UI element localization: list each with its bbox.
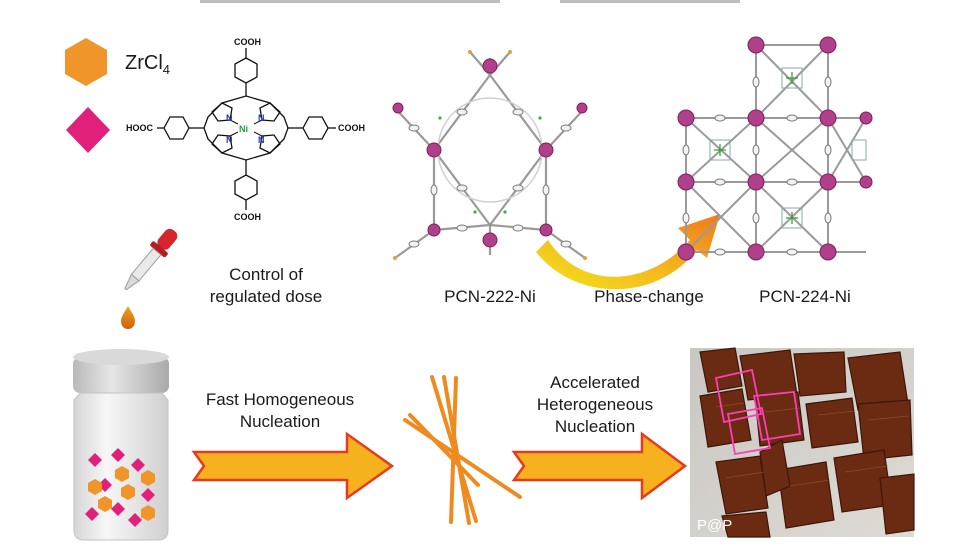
photo-tag: P@P bbox=[697, 517, 732, 534]
fast-nucleation-caption: Fast Homogeneous Nucleation bbox=[188, 389, 372, 433]
dose-caption-line1: Control of bbox=[229, 265, 303, 284]
n-label: N bbox=[258, 113, 265, 123]
dose-caption-line2: regulated dose bbox=[209, 287, 323, 306]
accelerated-nucleation-caption: Accelerated Heterogeneous Nucleation bbox=[520, 372, 670, 438]
crystal-micrograph: P@P bbox=[690, 347, 915, 538]
fast-nucleation-arrow bbox=[191, 431, 395, 501]
ni-center-label: Ni bbox=[239, 124, 248, 134]
linker-diamond-icon bbox=[66, 107, 110, 153]
legend: ZrCl4 bbox=[65, 38, 170, 153]
reaction-vial bbox=[73, 349, 169, 541]
accelerated-line1: Accelerated bbox=[550, 373, 640, 392]
caption-remnant bbox=[200, 0, 740, 3]
linker-labels: COOH HOOC COOH COOH Ni N N N N bbox=[126, 37, 365, 222]
pcn-224-ni-label: PCN-224-Ni bbox=[759, 287, 851, 306]
cooh-bottom-label: COOH bbox=[234, 212, 261, 222]
hooc-left-label: HOOC bbox=[126, 123, 154, 133]
dose-caption: Control of regulated dose bbox=[196, 264, 336, 308]
drop-icon bbox=[121, 306, 135, 329]
fast-nucleation-line2: Nucleation bbox=[239, 412, 321, 431]
cooh-top-label: COOH bbox=[234, 37, 261, 47]
cooh-right-label: COOH bbox=[338, 123, 365, 133]
n-label: N bbox=[258, 135, 265, 145]
zrcl4-hexagon-icon bbox=[65, 38, 107, 86]
pcn-222-ni-framework bbox=[392, 50, 588, 260]
porphyrin-linker-structure bbox=[157, 48, 336, 210]
accelerated-nucleation-arrow bbox=[511, 431, 688, 501]
accelerated-line2: Heterogeneous bbox=[536, 395, 654, 414]
pcn-222-ni-label: PCN-222-Ni bbox=[444, 287, 536, 306]
accelerated-line3: Nucleation bbox=[554, 417, 636, 436]
phase-change-arrow bbox=[536, 214, 720, 290]
nucleation-rods bbox=[403, 375, 522, 525]
zrcl4-label: ZrCl4 bbox=[125, 52, 170, 77]
n-label: N bbox=[226, 113, 233, 123]
dropper-icon bbox=[121, 228, 178, 329]
phase-change-label: Phase-change bbox=[594, 287, 704, 306]
pcn-224-ni-framework bbox=[677, 36, 873, 261]
n-label: N bbox=[226, 135, 233, 145]
fast-nucleation-line1: Fast Homogeneous bbox=[205, 390, 355, 409]
